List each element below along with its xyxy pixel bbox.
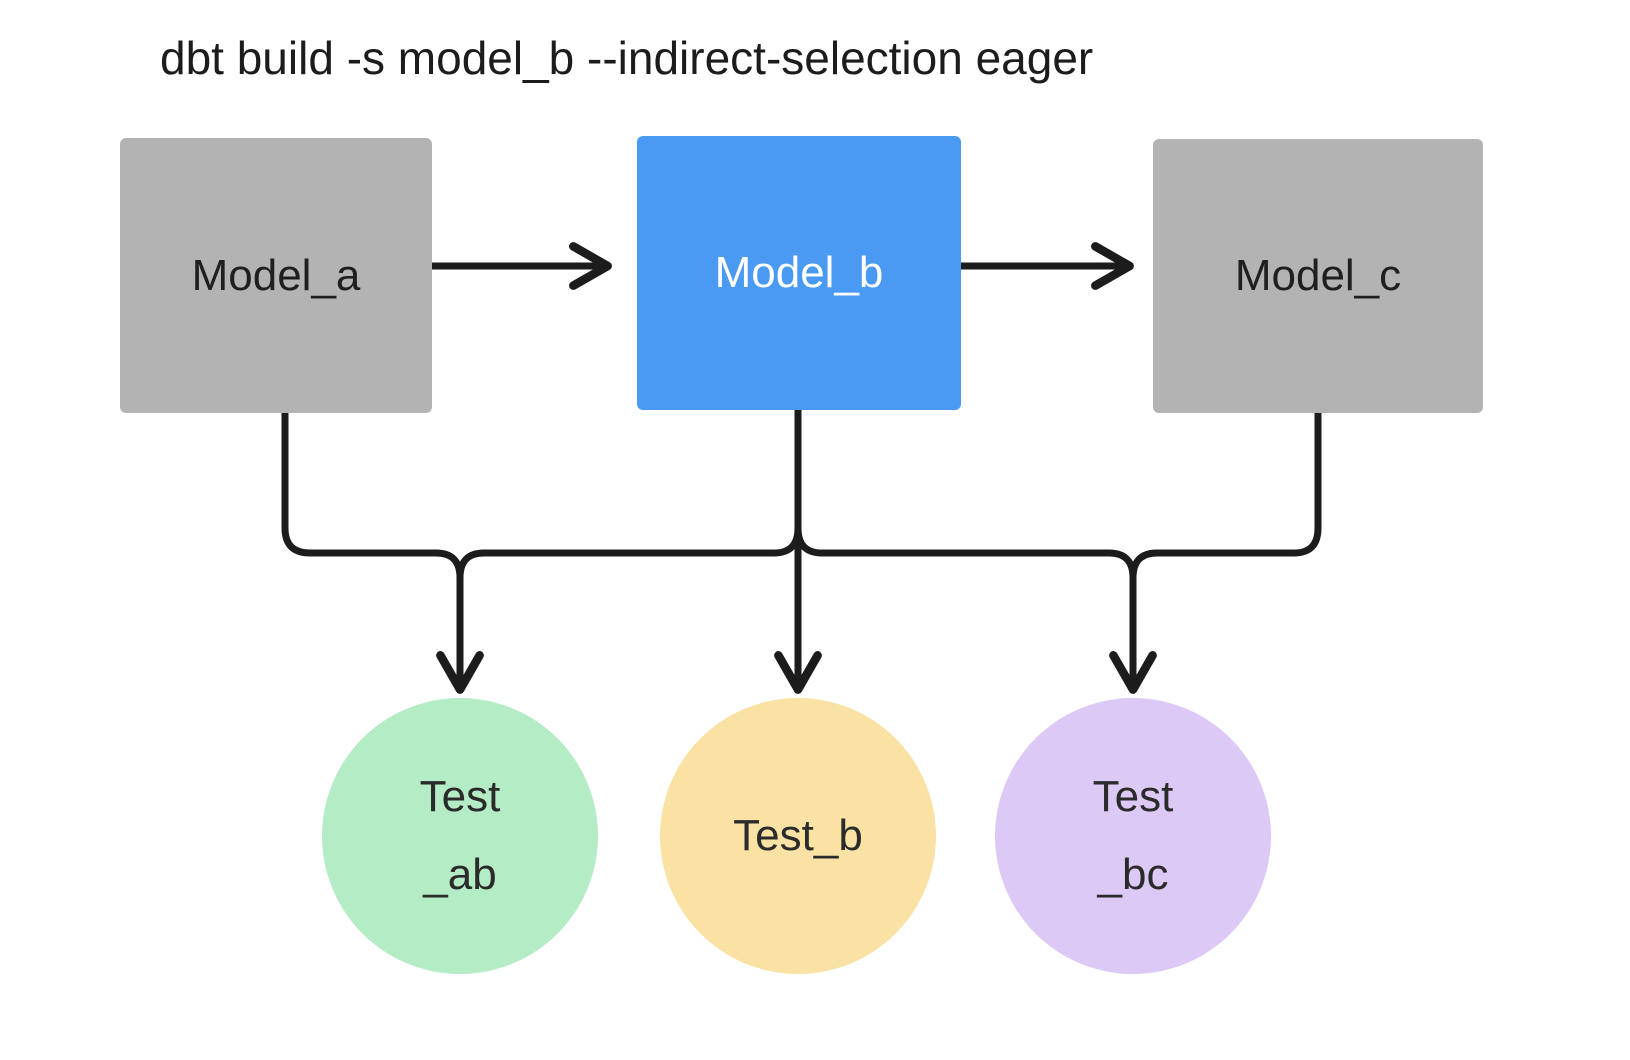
- node-model-a[interactable]: Model_a: [120, 138, 432, 413]
- node-model-a-label: Model_a: [191, 250, 361, 300]
- diagram-title: dbt build -s model_b --indirect-selectio…: [160, 32, 1094, 84]
- node-model-b-label: Model_b: [714, 248, 884, 297]
- node-test-b-label-line1: Test_b: [733, 811, 863, 860]
- edge-model-b-to-test-bc: [794, 410, 1137, 688]
- node-model-c[interactable]: Model_c: [1153, 139, 1483, 413]
- node-model-b[interactable]: Model_b: [637, 136, 961, 410]
- edge-model-a-to-test-ab: [281, 413, 484, 694]
- node-test-bc[interactable]: Test _bc: [995, 698, 1271, 974]
- node-test-ab-label-line1: Test: [419, 772, 501, 821]
- node-model-c-label: Model_c: [1234, 251, 1402, 300]
- node-test-ab[interactable]: Test _ab: [322, 698, 598, 974]
- edge-model-b-to-test-ab: [456, 410, 802, 688]
- node-test-b[interactable]: Test_b: [660, 698, 936, 974]
- edge-model-c-to-test-bc: [1109, 413, 1322, 694]
- node-test-bc-label-line1: Test: [1092, 772, 1174, 821]
- node-test-ab-label-line2: _ab: [423, 850, 497, 899]
- node-test-bc-label-line2: _bc: [1097, 850, 1169, 899]
